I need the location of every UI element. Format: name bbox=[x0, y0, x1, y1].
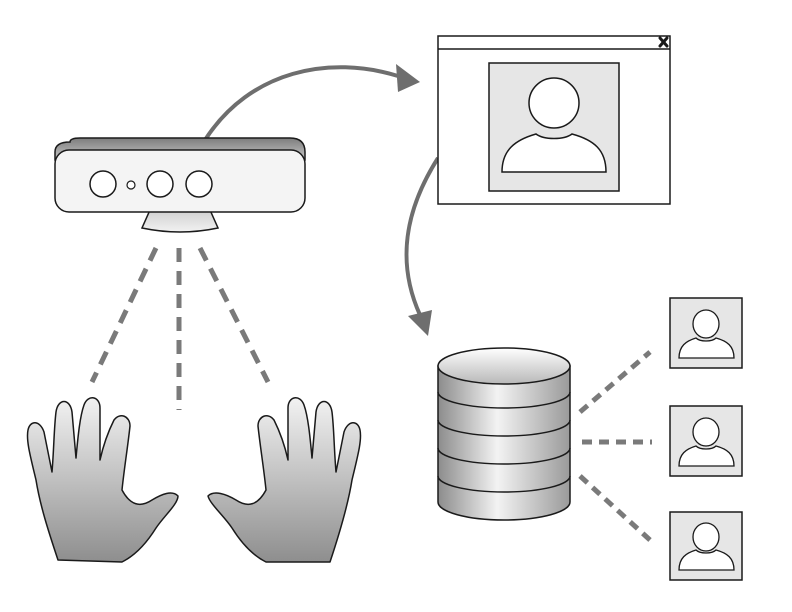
depth-sensor-camera-icon bbox=[54, 137, 306, 233]
user-profile-icon bbox=[669, 297, 743, 369]
user-profile-icon bbox=[669, 511, 743, 581]
arrow-head-window bbox=[396, 64, 420, 92]
arrow-head-database bbox=[408, 310, 432, 336]
right-hand-icon bbox=[207, 397, 362, 563]
left-hand-icon bbox=[26, 397, 179, 563]
database-links bbox=[578, 350, 652, 542]
sensor-beams bbox=[89, 246, 271, 410]
arrow-sensor-to-window bbox=[203, 65, 399, 142]
window-close-icon bbox=[658, 36, 669, 48]
window-avatar-icon bbox=[501, 77, 607, 173]
database-icon bbox=[437, 347, 571, 521]
profile-window-icon bbox=[437, 35, 671, 205]
arrow-window-to-database bbox=[404, 156, 440, 316]
user-profile-icon bbox=[669, 405, 743, 477]
